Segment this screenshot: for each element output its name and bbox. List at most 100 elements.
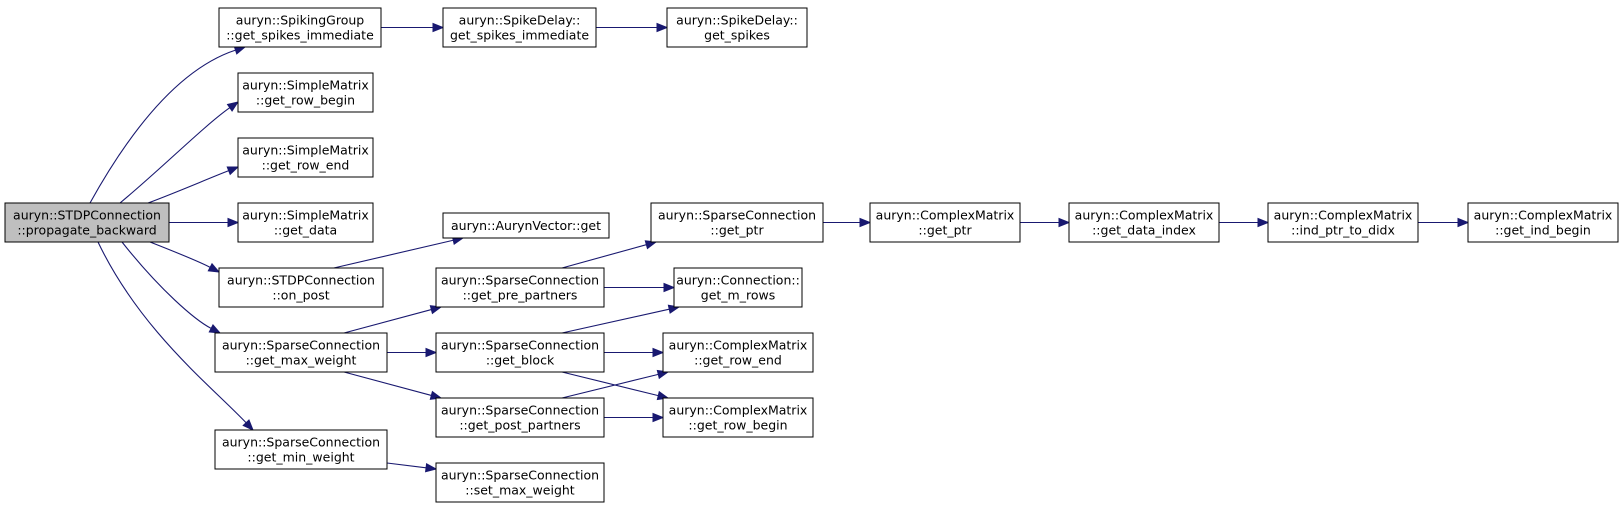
node-box <box>662 397 814 438</box>
node-box <box>869 202 1021 243</box>
node-aurynvector-get[interactable]: auryn::AurynVector::get <box>442 212 610 239</box>
node-label-line: ::get_row_begin <box>688 418 787 433</box>
edge-line <box>561 244 647 269</box>
node-label-line: auryn::ComplexMatrix <box>1274 208 1413 223</box>
edge-n0-to-n9 <box>97 241 254 431</box>
node-label-line: auryn::Connection:: <box>676 273 800 288</box>
edge-line <box>343 309 432 334</box>
node-box <box>218 267 384 308</box>
arrowhead-icon <box>226 166 240 176</box>
edge-line <box>119 107 231 204</box>
edge-layer <box>89 22 1470 473</box>
edge-n13-to-n18 <box>603 412 665 423</box>
node-sparseconnection-set-max-weight[interactable]: auryn::SparseConnection::set_max_weight <box>435 462 605 503</box>
node-sparseconnection-get-max-weight[interactable]: auryn::SparseConnection::get_max_weight <box>214 332 388 373</box>
edge-n8-to-n13 <box>343 371 443 400</box>
node-label-line: ::on_post <box>272 288 329 303</box>
node-box <box>435 267 605 308</box>
edge-n11-to-n16 <box>604 282 676 293</box>
node-connection-get-m-rows[interactable]: auryn::Connection::get_m_rows <box>673 267 803 308</box>
node-label-line: ::set_max_weight <box>465 483 575 498</box>
edge-n1-to-n2 <box>381 22 445 33</box>
node-label-line: auryn::AurynVector::get <box>451 218 601 233</box>
node-label-line: auryn::SparseConnection <box>222 338 380 353</box>
node-complexmatrix-get-ind-begin[interactable]: auryn::ComplexMatrix::get_ind_begin <box>1467 202 1619 243</box>
edge-n0-to-n5 <box>147 166 240 204</box>
node-label-line: ::get_ind_begin <box>1495 223 1591 238</box>
node-sparseconnection-get-post-partners[interactable]: auryn::SparseConnection::get_post_partne… <box>435 397 605 438</box>
node-label-line: auryn::ComplexMatrix <box>876 208 1015 223</box>
node-label-line: auryn::SparseConnection <box>441 338 599 353</box>
edge-line <box>561 371 659 397</box>
node-box <box>650 202 824 243</box>
node-simplematrix-get-data[interactable]: auryn::SimpleMatrix::get_data <box>237 202 374 243</box>
node-label-line: ::get_block <box>486 353 555 368</box>
arrowhead-icon <box>227 217 240 228</box>
node-simplematrix-get-row-end[interactable]: auryn::SimpleMatrix::get_row_end <box>237 137 374 178</box>
node-label-line: auryn::SparseConnection <box>222 435 380 450</box>
node-label-line: ::get_row_begin <box>256 93 355 108</box>
arrowhead-icon <box>1058 217 1071 228</box>
node-spikinggroup-get-spikes-immediate[interactable]: auryn::SpikingGroup::get_spikes_immediat… <box>218 7 382 48</box>
node-sparseconnection-get-block[interactable]: auryn::SparseConnection::get_block <box>435 332 605 373</box>
node-label-line: auryn::SimpleMatrix <box>242 208 369 223</box>
node-label-line: auryn::SparseConnection <box>658 208 816 223</box>
node-label-line: ::get_min_weight <box>247 450 354 465</box>
node-label-line: auryn::SparseConnection <box>441 403 599 418</box>
node-complexmatrix-get-ptr[interactable]: auryn::ComplexMatrix::get_ptr <box>869 202 1021 243</box>
node-stdpconnection-on-post[interactable]: auryn::STDPConnection::on_post <box>218 267 384 308</box>
node-label-line: get_m_rows <box>701 288 775 303</box>
edge-n15-to-n19 <box>823 217 872 228</box>
node-box <box>442 212 610 239</box>
node-sparseconnection-get-pre-partners[interactable]: auryn::SparseConnection::get_pre_partner… <box>435 267 605 308</box>
arrowhead-icon <box>1257 217 1270 228</box>
arrowhead-icon <box>242 419 254 431</box>
edge-line <box>386 462 427 469</box>
node-label-line: auryn::ComplexMatrix <box>1474 208 1613 223</box>
node-label-line: ::get_spikes_immediate <box>226 28 374 43</box>
arrowhead-icon <box>425 463 438 473</box>
node-label-line: ::get_post_partners <box>459 418 580 433</box>
node-label-line: auryn::SpikeDelay:: <box>459 13 581 28</box>
node-label-line: ::get_max_weight <box>246 353 357 368</box>
arrowhead-icon <box>859 217 872 228</box>
edge-n2-to-n3 <box>596 22 669 33</box>
node-box <box>435 397 605 438</box>
node-label-line: ::get_ptr <box>918 223 972 238</box>
arrowhead-icon <box>208 323 222 334</box>
edge-n0-to-n4 <box>119 101 240 204</box>
edge-line <box>561 373 659 399</box>
node-label-line: ::get_data <box>274 223 337 238</box>
node-label-line: auryn::SparseConnection <box>441 468 599 483</box>
node-box <box>237 202 374 243</box>
node-label-line: ::ind_ptr_to_didx <box>1291 223 1395 238</box>
edge-n19-to-n20 <box>1020 217 1071 228</box>
node-complexmatrix-get-row-end[interactable]: auryn::ComplexMatrix::get_row_end <box>662 332 814 373</box>
node-spikedelay-get-spikes[interactable]: auryn::SpikeDelay::get_spikes <box>666 7 808 48</box>
node-simplematrix-get-row-begin[interactable]: auryn::SimpleMatrix::get_row_begin <box>237 72 374 113</box>
edge-n0-to-n7 <box>149 241 221 273</box>
node-label-line: auryn::ComplexMatrix <box>1075 208 1214 223</box>
node-label-line: auryn::SpikingGroup <box>236 13 364 28</box>
node-complexmatrix-ind-ptr-to-didx[interactable]: auryn::ComplexMatrix::ind_ptr_to_didx <box>1267 202 1419 243</box>
node-box <box>237 137 374 178</box>
edge-n11-to-n15 <box>561 240 658 269</box>
node-sparseconnection-get-ptr[interactable]: auryn::SparseConnection::get_ptr <box>650 202 824 243</box>
node-stdpconnection-propagate-backward[interactable]: auryn::STDPConnection::propagate_backwar… <box>4 202 170 243</box>
arrowhead-icon <box>652 347 665 358</box>
edge-line <box>97 241 247 424</box>
arrowhead-icon <box>207 262 221 273</box>
node-box <box>662 332 814 373</box>
node-complexmatrix-get-data-index[interactable]: auryn::ComplexMatrix::get_data_index <box>1068 202 1220 243</box>
node-box <box>237 72 374 113</box>
node-sparseconnection-get-min-weight[interactable]: auryn::SparseConnection::get_min_weight <box>214 429 388 470</box>
edge-n20-to-n21 <box>1219 217 1270 228</box>
node-complexmatrix-get-row-begin[interactable]: auryn::ComplexMatrix::get_row_begin <box>662 397 814 438</box>
edge-line <box>147 170 229 204</box>
arrowhead-icon <box>432 22 445 33</box>
node-label-line: ::get_data_index <box>1092 223 1196 238</box>
arrowhead-icon <box>1457 217 1470 228</box>
node-label-line: get_spikes <box>704 28 770 43</box>
node-spikedelay-get-spikes-immediate[interactable]: auryn::SpikeDelay::get_spikes_immediate <box>442 7 597 48</box>
